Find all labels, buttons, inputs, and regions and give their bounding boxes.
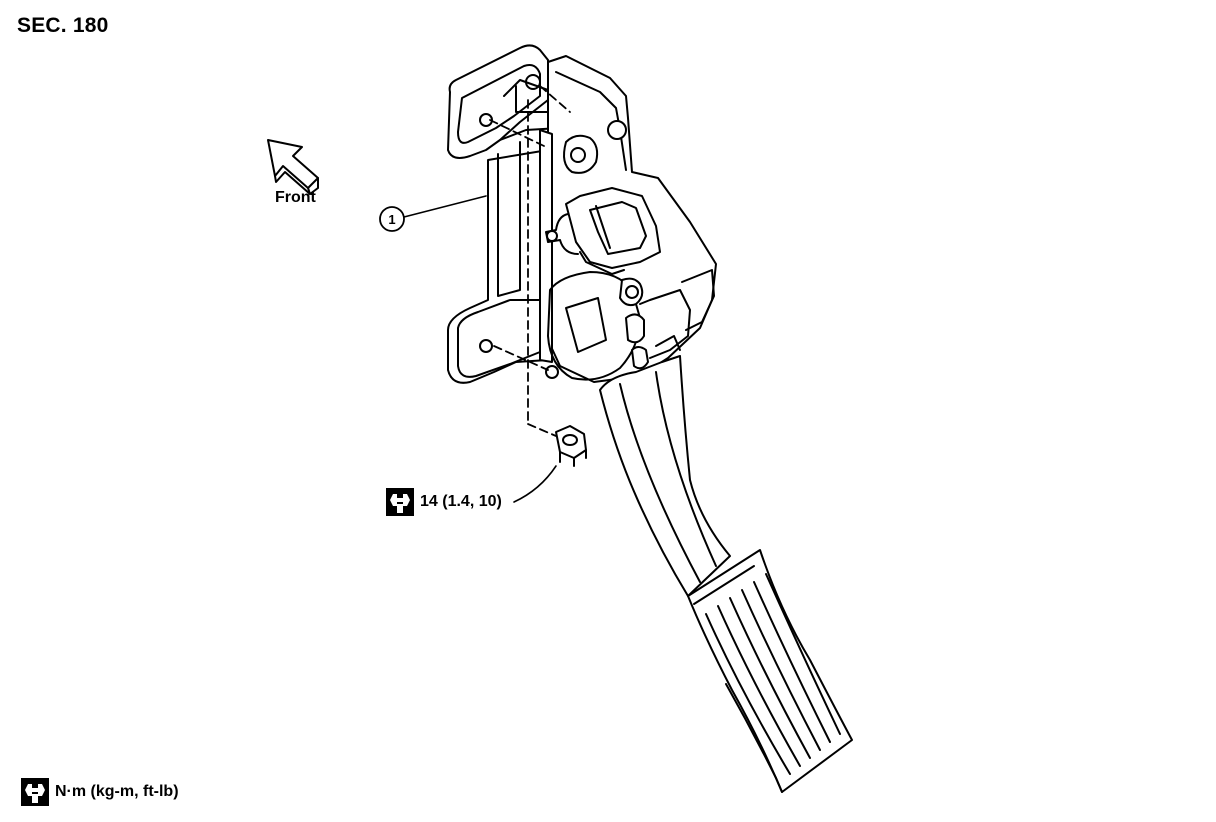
legend-wrench-icon xyxy=(21,778,49,806)
front-arrow-icon xyxy=(267,139,319,195)
pedal-bracket xyxy=(447,44,579,384)
torque-leader xyxy=(513,465,557,503)
alignment-lines xyxy=(489,85,571,437)
pedal-housing xyxy=(539,55,717,383)
mounting-nut xyxy=(555,425,587,467)
section-title: SEC. 180 xyxy=(17,14,109,37)
front-label: Front xyxy=(275,189,316,206)
torque-wrench-icon xyxy=(386,488,414,516)
callout-number: 1 xyxy=(388,212,395,227)
torque-value: 14 (1.4, 10) xyxy=(420,493,502,510)
callout-leader xyxy=(403,195,487,218)
pedal-arm xyxy=(599,355,731,597)
torque-units-legend: N·m (kg-m, ft-lb) xyxy=(55,783,179,800)
pedal-pad xyxy=(687,549,853,793)
callout-1: 1 xyxy=(379,206,405,232)
